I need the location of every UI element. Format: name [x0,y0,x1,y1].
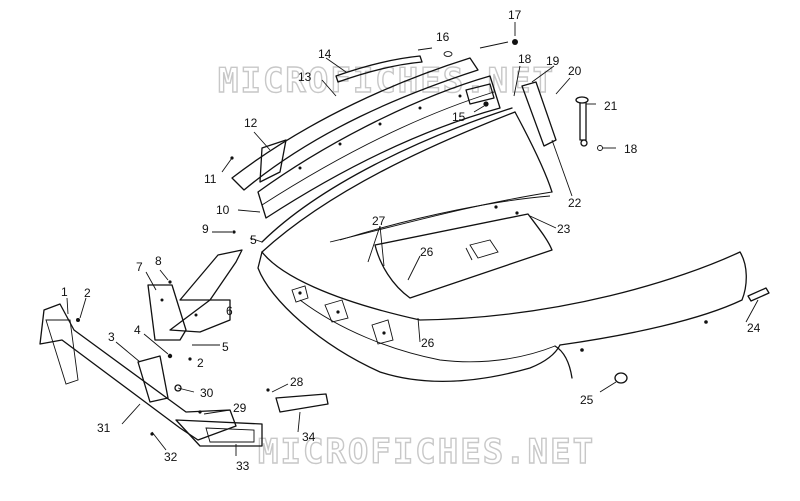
callout-27: 27 [372,214,386,228]
cap [614,372,628,384]
callout-18: 18 [518,52,532,66]
latch [575,96,603,151]
callout-9: 9 [202,222,209,236]
callout-28: 28 [290,375,304,389]
callout-19: 19 [546,54,560,68]
callout-5: 5 [250,233,257,247]
callout-4: 4 [134,323,141,337]
hinge-bracket [465,39,557,147]
callout-34: 34 [302,430,316,444]
callout-2: 2 [197,356,204,370]
callout-1: 1 [61,285,68,299]
watermark-bottom: MICROFICHES.NET [258,432,595,472]
callout-8: 8 [155,254,162,268]
callout-32: 32 [164,450,178,464]
callout-21: 21 [604,99,618,113]
callout-10: 10 [216,203,230,217]
trim-plug [747,287,770,302]
callout-31: 31 [97,421,111,435]
callout-12: 12 [244,116,258,130]
callout-7: 7 [136,260,143,274]
trim-strip [335,55,423,83]
callout-5: 5 [222,340,229,354]
callout-11: 11 [204,172,217,186]
callout-17: 17 [508,8,522,22]
upper-panel [231,57,501,219]
leader-lines [66,22,759,456]
callout-29: 29 [233,401,247,415]
front-frame [39,303,329,447]
callout-26: 26 [421,336,435,350]
callout-14: 14 [318,47,332,61]
callout-2: 2 [84,286,91,300]
callout-15: 15 [452,110,466,124]
callout-33: 33 [236,459,250,473]
callout-labels: 1 2 2 3 4 5 5 6 7 8 9 10 11 12 13 14 15 … [61,8,761,473]
callout-6: 6 [226,304,233,318]
callout-18: 18 [624,142,638,156]
callout-30: 30 [200,386,214,400]
callout-23: 23 [557,222,571,236]
callout-26: 26 [420,245,434,259]
callout-24: 24 [747,321,761,335]
seal-strip [261,107,513,243]
callout-20: 20 [568,64,582,78]
callout-3: 3 [108,330,115,344]
callout-13: 13 [298,70,312,84]
callout-22: 22 [568,196,582,210]
fasteners [76,156,270,436]
hood-body [257,111,747,382]
support-bracket [147,249,243,341]
watermark-top: MICROFICHES.NET [218,61,555,101]
callout-25: 25 [580,393,594,407]
callout-16: 16 [436,30,450,44]
